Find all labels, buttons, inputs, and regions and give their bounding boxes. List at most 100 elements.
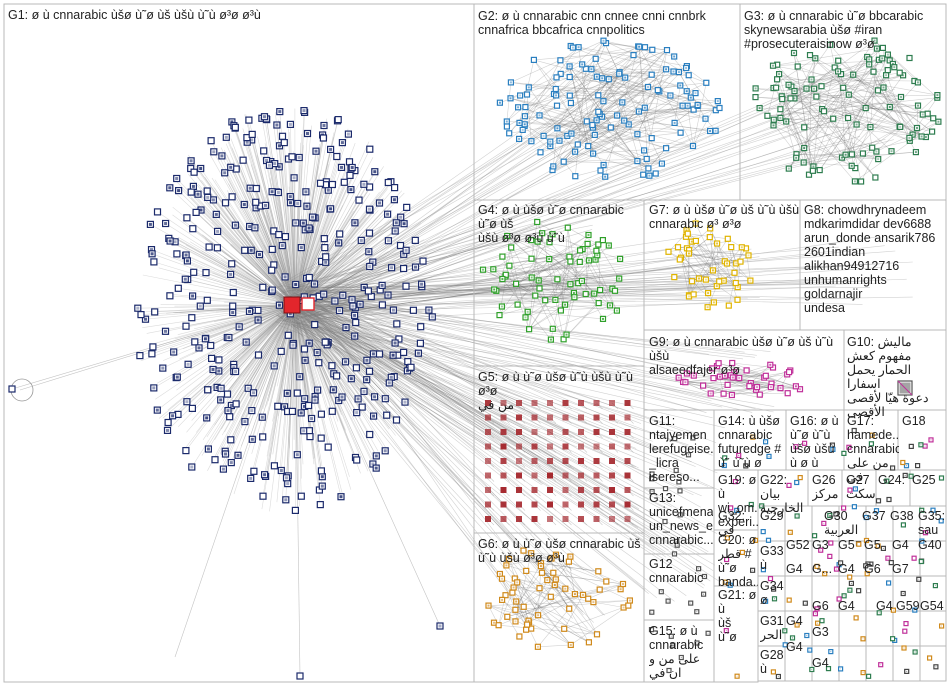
node-avatar-icon	[881, 57, 883, 59]
node-icon	[385, 180, 391, 186]
node-avatar-icon	[840, 668, 841, 669]
node-icon	[501, 458, 507, 464]
node-avatar-icon	[303, 109, 306, 112]
node-avatar-icon	[506, 235, 508, 237]
node-icon	[693, 238, 698, 243]
node-avatar-icon	[581, 63, 583, 65]
node-avatar-icon	[284, 498, 287, 501]
node-avatar-icon	[324, 261, 327, 264]
node-avatar-icon	[394, 342, 397, 345]
node-avatar-icon	[192, 185, 195, 188]
node-avatar-icon	[854, 180, 856, 182]
node-icon	[925, 111, 930, 116]
node-avatar-icon	[883, 87, 885, 89]
node-avatar-icon	[431, 315, 434, 318]
node-icon	[516, 415, 522, 421]
node-avatar-icon	[519, 122, 521, 124]
node-avatar-icon	[392, 309, 395, 312]
node-icon	[183, 323, 189, 329]
node-avatar-icon	[918, 579, 919, 580]
node-avatar-icon	[199, 167, 202, 170]
node-avatar-icon	[505, 564, 507, 566]
node-icon	[578, 429, 584, 435]
node-avatar-icon	[835, 514, 836, 515]
node-icon	[175, 285, 181, 291]
node-icon	[609, 444, 615, 450]
node-icon	[666, 249, 671, 254]
node-icon	[322, 245, 328, 251]
node-icon	[775, 77, 780, 82]
node-avatar-icon	[832, 445, 833, 446]
node-icon	[578, 516, 584, 522]
node-icon	[726, 303, 731, 308]
node-avatar-icon	[608, 78, 610, 80]
node-icon	[232, 124, 238, 130]
node-icon	[204, 297, 210, 303]
node-avatar-icon	[830, 651, 831, 652]
node-avatar-icon	[628, 123, 630, 125]
node-avatar-icon	[874, 40, 876, 42]
node-icon	[249, 131, 255, 137]
node-avatar-icon	[234, 370, 237, 373]
node-avatar-icon	[903, 593, 904, 594]
node-avatar-icon	[549, 141, 551, 143]
node-icon	[613, 288, 618, 293]
node-icon	[802, 125, 807, 130]
node-avatar-icon	[229, 166, 232, 169]
node-avatar-icon	[925, 532, 926, 533]
node-avatar-icon	[723, 280, 725, 282]
node-avatar-icon	[537, 241, 539, 243]
node-avatar-icon	[780, 387, 782, 389]
node-avatar-icon	[603, 164, 605, 166]
node-icon	[767, 538, 771, 542]
node-icon	[410, 307, 416, 313]
node-icon	[205, 387, 211, 393]
edge-line	[282, 320, 713, 418]
node-avatar-icon	[251, 438, 254, 441]
node-icon	[716, 361, 721, 366]
node-icon	[931, 508, 935, 512]
group-box-g10	[844, 330, 946, 410]
group-box-small	[785, 576, 812, 611]
node-icon	[547, 458, 553, 464]
node-avatar-icon	[365, 359, 368, 362]
node-icon	[578, 473, 584, 479]
node-icon	[887, 498, 891, 502]
node-avatar-icon	[693, 375, 695, 377]
node-icon	[418, 324, 424, 330]
node-avatar-icon	[652, 491, 653, 492]
node-avatar-icon	[216, 230, 219, 233]
node-icon	[686, 73, 691, 78]
node-avatar-icon	[682, 105, 684, 107]
node-icon	[548, 594, 553, 599]
node-avatar-icon	[851, 165, 853, 167]
node-avatar-icon	[394, 230, 397, 233]
node-icon	[876, 544, 880, 548]
node-icon	[578, 487, 584, 493]
node-icon	[253, 199, 259, 205]
node-avatar-icon	[537, 614, 539, 616]
node-avatar-icon	[149, 223, 152, 226]
node-avatar-icon	[812, 166, 814, 168]
node-icon	[761, 568, 765, 572]
group-box-small	[839, 646, 866, 681]
node-icon	[188, 189, 194, 195]
node-icon	[289, 154, 295, 160]
node-avatar-icon	[588, 259, 590, 261]
node-avatar-icon	[616, 115, 618, 117]
node-icon	[644, 156, 649, 161]
node-icon	[320, 135, 326, 141]
node-avatar-icon	[814, 57, 816, 59]
node-avatar-icon	[488, 605, 490, 607]
node-icon	[842, 506, 846, 510]
node-avatar-icon	[792, 637, 793, 638]
node-avatar-icon	[185, 400, 188, 403]
node-avatar-icon	[863, 672, 864, 673]
node-avatar-icon	[212, 150, 215, 153]
node-icon	[269, 246, 275, 252]
group-box-small	[920, 646, 946, 681]
node-avatar-icon	[538, 280, 540, 282]
node-icon	[497, 313, 502, 318]
node-icon	[754, 538, 758, 542]
node-avatar-icon	[866, 540, 867, 541]
